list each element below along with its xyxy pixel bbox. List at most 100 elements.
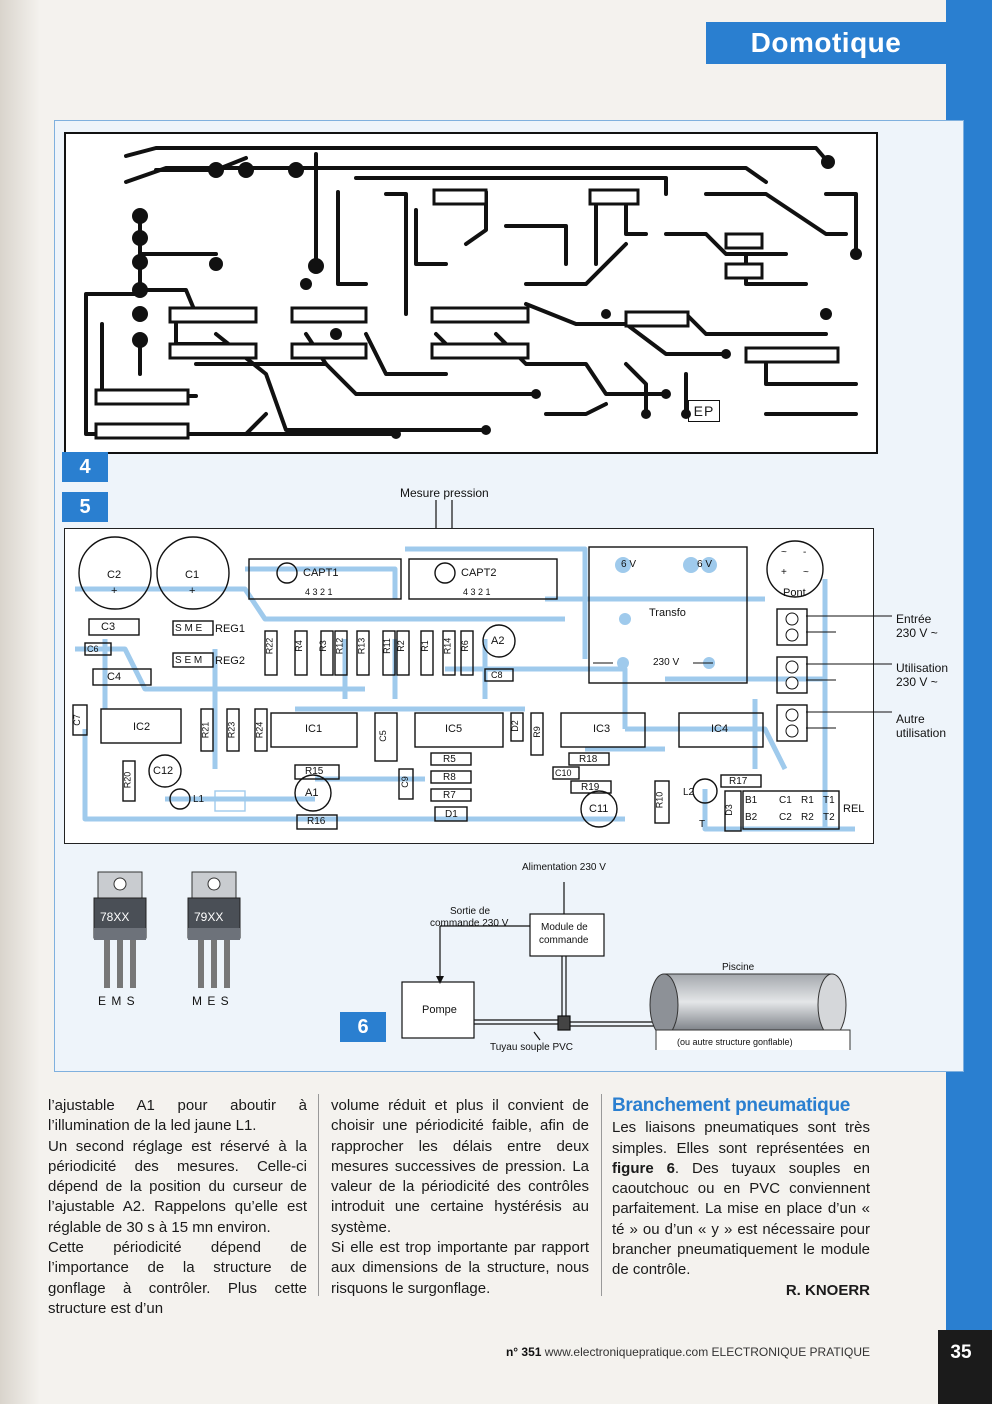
- comp-sme: S M E: [175, 623, 203, 634]
- col2-para-2: Si elle est trop importante par rapport …: [331, 1239, 589, 1297]
- comp-r1: R1: [419, 640, 430, 652]
- comp-rel-t1: T1: [823, 795, 835, 806]
- comp-r5: R5: [443, 754, 456, 765]
- comp-230v: 230 V: [653, 657, 680, 668]
- comp-d1: D1: [445, 809, 458, 820]
- label-module-1: Module de: [541, 922, 588, 933]
- page-number: 35: [950, 1342, 972, 1363]
- comp-a1: A1: [305, 787, 319, 799]
- label-autre-structure: (ou autre structure gonflable): [677, 1037, 793, 1047]
- comp-ic4: IC4: [711, 723, 729, 735]
- pont-minus: -: [803, 547, 807, 558]
- comp-sem: S E M: [175, 655, 203, 666]
- col3-text-after: . Des tuyaux souples en caoutchouc ou en…: [612, 1159, 870, 1279]
- regulator-78xx-drawing: [93, 871, 147, 988]
- figure-reference: figure 6: [612, 1159, 675, 1177]
- col1-para-3: Cette périodicité dépend de l’importance…: [48, 1239, 307, 1317]
- figure-5-tag: 5: [62, 492, 108, 522]
- magazine-url[interactable]: www.electroniquepratique.com: [544, 1345, 709, 1359]
- comp-r12: R12: [334, 637, 345, 655]
- capt1-pins: 4 3 2 1: [305, 587, 333, 597]
- comp-r9: R9: [531, 726, 542, 738]
- layout-traces: [72, 536, 855, 832]
- article-column-3: Branchement pneumatique Les liaisons pne…: [612, 1095, 870, 1301]
- col1-para-1: l’ajustable A1 pour aboutir à l’illumina…: [48, 1097, 307, 1135]
- comp-d2: D2: [509, 720, 520, 732]
- comp-b1: B1: [745, 795, 758, 806]
- comp-t: T: [699, 819, 706, 830]
- comp-reg2: REG2: [215, 655, 245, 667]
- comp-c3: C3: [101, 621, 116, 633]
- comp-r23: R23: [226, 721, 237, 739]
- comp-ic2: IC2: [133, 721, 151, 733]
- page-footer: n° 351 www.electroniquepratique.com ELEC…: [420, 1345, 870, 1359]
- comp-r14: R14: [442, 637, 453, 655]
- page-gutter-shadow: [0, 0, 40, 1404]
- label-sortie-1: Sortie de: [450, 906, 491, 917]
- col2-para-1: volume réduit et plus il convient de cho…: [331, 1097, 589, 1236]
- regulator-79xx-drawing: [187, 871, 241, 988]
- figure-6-tag: 6: [340, 1012, 386, 1042]
- comp-rel-c2: C2: [779, 812, 792, 823]
- comp-r19: R19: [581, 782, 600, 793]
- figure-4-tag: 4: [62, 452, 108, 482]
- capt2-pins: 4 3 2 1: [463, 587, 491, 597]
- terminal-leader-lines: [806, 615, 892, 729]
- comp-rel-r1: R1: [801, 795, 814, 806]
- comp-c9: C9: [399, 776, 410, 788]
- comp-c11: C11: [589, 803, 609, 815]
- author-name: R. KNOERR: [785, 1281, 870, 1299]
- comp-rel: REL: [843, 803, 865, 815]
- comp-c12: C12: [153, 765, 174, 777]
- comp-l1: L1: [193, 794, 205, 805]
- column-rule-2: [601, 1094, 602, 1296]
- comp-r11: R11: [381, 638, 392, 654]
- comp-c1: C1: [185, 569, 200, 581]
- comp-c2-plus: +: [111, 585, 118, 597]
- pneumatic-diagram: [401, 882, 851, 1050]
- label-entree: Entrée: [896, 612, 932, 626]
- comp-c8: C8: [491, 670, 503, 680]
- comp-l2: L2: [683, 787, 695, 798]
- component-layout-figure: C2 C1 + + CAPT1 CAPT2 4 3 2 1 4 3 2 1 C3…: [64, 528, 874, 844]
- article-column-2: volume réduit et plus il convient de cho…: [331, 1096, 589, 1299]
- comp-c4: C4: [107, 671, 122, 683]
- regulator-78xx-pins: E M S: [98, 994, 136, 1008]
- comp-r20: R20: [122, 771, 133, 789]
- comp-reg1: REG1: [215, 623, 245, 635]
- col3-text-before: Les liaisons pneumatiques sont très simp…: [612, 1119, 870, 1157]
- comp-c1-plus: +: [189, 585, 196, 597]
- comp-r6: R6: [459, 640, 470, 652]
- issue-number: n° 351: [505, 1345, 542, 1359]
- comp-transfo: Transfo: [649, 607, 686, 619]
- comp-rel-r2: R2: [801, 812, 814, 823]
- label-pompe: Pompe: [422, 1004, 457, 1016]
- label-sortie-2: commande 230 V: [430, 918, 509, 929]
- pcb-traces: [84, 146, 862, 440]
- col1-para-2: Un second réglage est réservé à la pério…: [48, 1137, 307, 1236]
- comp-r3: R3: [317, 640, 328, 652]
- label-tuyau: Tuyau souple PVC: [490, 1042, 574, 1053]
- comp-c5: C5: [377, 730, 388, 742]
- comp-r4: R4: [293, 640, 304, 652]
- magazine-name: ELECTRONIQUE PRATIQUE: [711, 1345, 870, 1359]
- comp-c2: C2: [107, 569, 122, 581]
- comp-ic1: IC1: [305, 723, 323, 735]
- comp-r10: R10: [654, 791, 665, 809]
- comp-r18: R18: [579, 754, 598, 765]
- pont-plus: +: [781, 567, 787, 578]
- comp-b2: B2: [745, 812, 758, 823]
- comp-r17: R17: [729, 776, 748, 787]
- regulator-79xx-pins: M E S: [192, 994, 230, 1008]
- label-module-2: commande: [539, 935, 589, 946]
- measure-pressure-label: Mesure pression: [400, 486, 489, 500]
- comp-c10: C10: [555, 768, 572, 778]
- comp-ic5: IC5: [445, 723, 463, 735]
- comp-ic3: IC3: [593, 723, 611, 735]
- comp-6v-b: 6 V: [697, 559, 713, 570]
- rubric-title: Domotique: [706, 22, 946, 64]
- comp-c6: C6: [87, 644, 99, 654]
- comp-r13: R13: [356, 637, 367, 655]
- col3-para: Les liaisons pneumatiques sont très simp…: [612, 1118, 870, 1280]
- regulator-79xx-name: 79XX: [194, 910, 224, 924]
